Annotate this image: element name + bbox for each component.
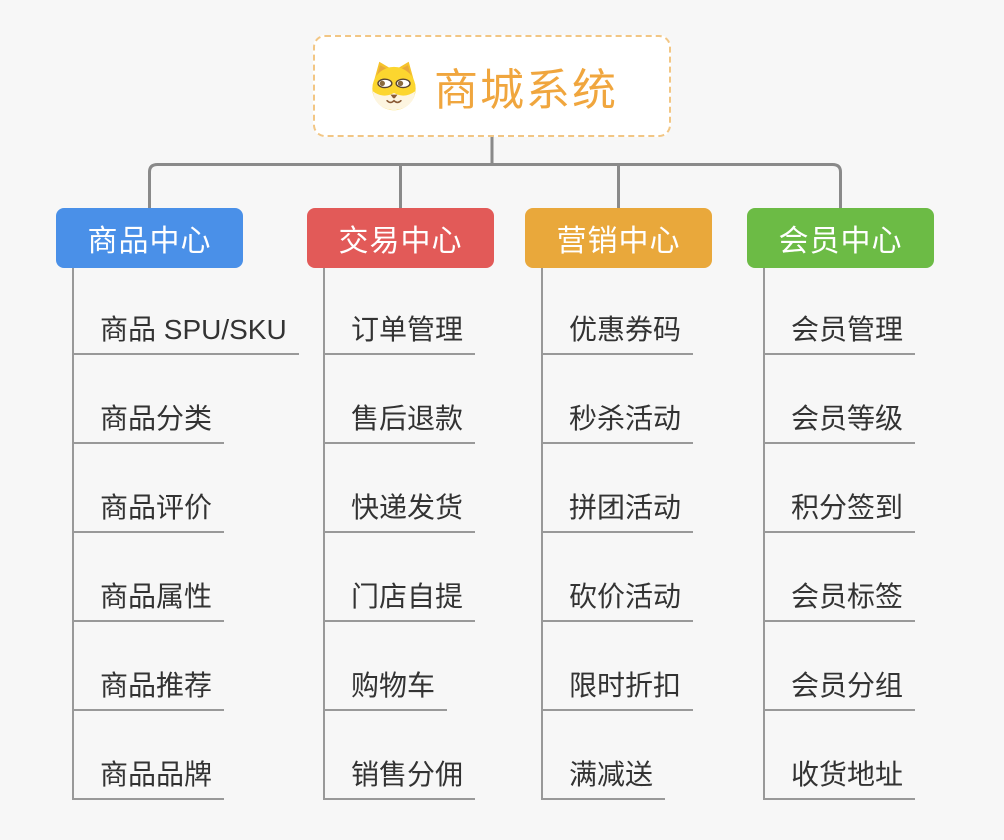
branch-topic-label: 营销中心 [556, 225, 681, 258]
branch-trunk-line [323, 268, 325, 800]
leaf-topic[interactable]: 商品属性 [72, 582, 225, 622]
dog-face-icon [366, 60, 422, 112]
leaf-topic[interactable]: 收货地址 [763, 760, 916, 800]
branch-trunk-line [541, 268, 543, 800]
leaf-topic[interactable]: 积分签到 [763, 493, 916, 533]
leaf-topic[interactable]: 购物车 [323, 671, 448, 711]
root-topic-title: 商城系统 [434, 66, 618, 115]
leaf-topic[interactable]: 售后退款 [323, 404, 476, 444]
leaf-topic[interactable]: 商品 SPU/SKU [72, 315, 299, 355]
leaf-topic[interactable]: 商品品牌 [72, 760, 225, 800]
branch-topic-label: 会员中心 [778, 225, 903, 258]
branch-topic-node[interactable]: 会员中心 [747, 208, 934, 268]
leaf-topic[interactable]: 会员管理 [763, 315, 916, 355]
branch-topic-node[interactable]: 交易中心 [307, 208, 494, 268]
leaf-topic[interactable]: 秒杀活动 [541, 404, 694, 444]
branch-column-3: 营销中心 优惠券码秒杀活动拼团活动砍价活动限时折扣满减送 [525, 208, 775, 818]
branch-column-2: 交易中心 订单管理售后退款快递发货门店自提购物车销售分佣 [307, 208, 557, 818]
branch-topic-node[interactable]: 商品中心 [56, 208, 243, 268]
branch-topic-node[interactable]: 营销中心 [525, 208, 712, 268]
leaf-topic[interactable]: 商品推荐 [72, 671, 225, 711]
leaf-topic[interactable]: 门店自提 [323, 582, 476, 622]
branch-column-4: 会员中心 会员管理会员等级积分签到会员标签会员分组收货地址 [747, 208, 997, 818]
branch-column-1: 商品中心 商品 SPU/SKU 商品分类商品评价商品属性商品推荐商品品牌 [56, 208, 306, 818]
leaf-topic[interactable]: 商品分类 [72, 404, 225, 444]
leaf-topic[interactable]: 商品评价 [72, 493, 225, 533]
leaf-topic[interactable]: 限时折扣 [541, 671, 694, 711]
leaf-topic[interactable]: 会员标签 [763, 582, 916, 622]
leaf-topic[interactable]: 会员等级 [763, 404, 916, 444]
leaf-topic[interactable]: 满减送 [541, 760, 666, 800]
leaf-topic[interactable]: 优惠券码 [541, 315, 694, 355]
leaf-topic[interactable]: 会员分组 [763, 671, 916, 711]
leaf-topic[interactable]: 订单管理 [323, 315, 476, 355]
branch-topic-label: 商品中心 [87, 225, 212, 258]
branch-trunk-line [72, 268, 74, 800]
leaf-topic[interactable]: 拼团活动 [541, 493, 694, 533]
leaf-topic[interactable]: 销售分佣 [323, 760, 476, 800]
root-topic-node[interactable]: 商城系统 [313, 35, 671, 137]
branch-topic-label: 交易中心 [338, 225, 463, 258]
leaf-topic[interactable]: 砍价活动 [541, 582, 694, 622]
branch-trunk-line [763, 268, 765, 800]
leaf-topic[interactable]: 快递发货 [323, 493, 476, 533]
